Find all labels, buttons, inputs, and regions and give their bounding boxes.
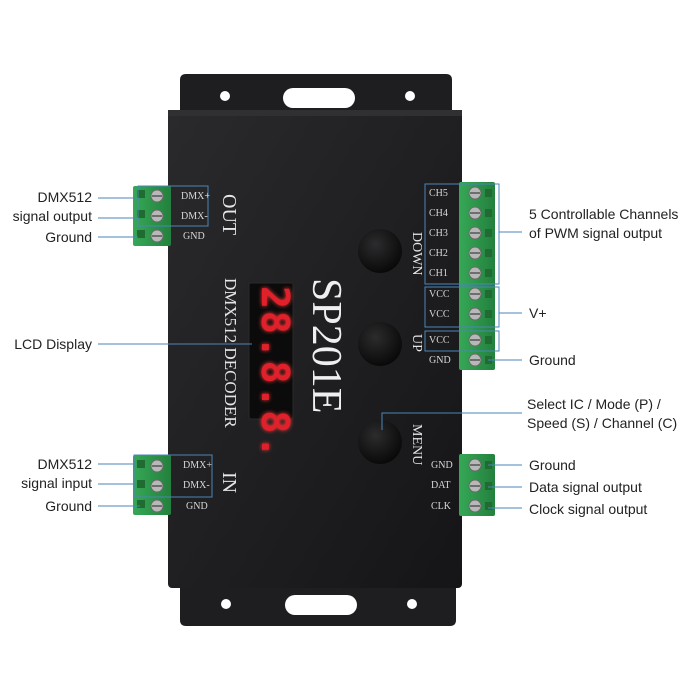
callout-channels: 5 Controllable Channels of PWM signal ou…: [529, 205, 678, 243]
callout-select: Select IC / Mode (P) / Speed (S) / Chann…: [527, 395, 677, 433]
channel-terminal-label: VCC: [429, 309, 450, 320]
channel-terminal-label: VCC: [429, 335, 450, 346]
callout-dmx-input-line1: DMX512: [37, 456, 92, 472]
callout-dmx-input: DMX512 signal input: [21, 455, 92, 493]
output-terminal-label: DAT: [431, 480, 451, 491]
enclosure-body: [168, 110, 462, 588]
out-terminal-block: [133, 186, 171, 246]
callout-ground-left-bottom: Ground: [45, 498, 92, 514]
decoder-title-text: DMX512 DECODER: [221, 278, 240, 428]
out-terminal-label: GND: [183, 231, 205, 242]
in-terminal-block: [133, 455, 171, 515]
callout-dmx-output: DMX512 signal output: [13, 188, 92, 226]
channel-terminal-label: CH4: [429, 208, 448, 219]
led-digits: 28.8.8.: [253, 286, 297, 460]
up-label: UP: [408, 334, 424, 352]
output-terminal-label: CLK: [431, 501, 451, 512]
callout-channels-line2: of PWM signal output: [529, 225, 663, 241]
callout-lcd-display: LCD Display: [14, 336, 92, 352]
down-button: [358, 229, 402, 273]
out-port-label: OUT: [217, 194, 240, 235]
callout-ground-right: Ground: [529, 352, 576, 368]
callout-ground-right-bottom: Ground: [529, 457, 576, 473]
model-text: SP201E: [303, 278, 349, 414]
channel-terminal-label: GND: [429, 355, 451, 366]
in-terminal-label: GND: [186, 501, 208, 512]
down-label-text: DOWN: [409, 232, 424, 276]
in-terminal-label: DMX-: [183, 480, 210, 491]
callout-ground-top: Ground: [45, 229, 92, 245]
bottom-mounting-flange: [180, 582, 456, 626]
out-terminal-label: DMX+: [181, 191, 210, 202]
up-label-text: UP: [409, 334, 424, 352]
channel-terminal-block: [459, 182, 495, 370]
top-mounting-flange: [180, 74, 452, 118]
out-port-text: OUT: [218, 194, 240, 236]
in-port-label: IN: [217, 472, 240, 493]
model-label: SP201E: [302, 278, 350, 413]
decoder-title: DMX512 DECODER: [220, 278, 240, 428]
led-digits-text: 28.8.8.: [253, 286, 297, 461]
callout-select-line2: Speed (S) / Channel (C): [527, 415, 678, 431]
channel-terminal-label: CH5: [429, 188, 448, 199]
output-terminal-label: GND: [431, 460, 453, 471]
menu-button: [358, 420, 402, 464]
callout-vplus: V+: [529, 305, 547, 321]
callout-dmx-output-line1: DMX512: [37, 189, 92, 205]
out-terminal-label: DMX-: [181, 211, 208, 222]
callout-select-line1: Select IC / Mode (P) /: [527, 396, 661, 412]
menu-label-text: MENU: [409, 424, 424, 466]
channel-terminal-label: VCC: [429, 289, 450, 300]
callout-dmx-input-line2: signal input: [21, 475, 92, 491]
up-button: [358, 322, 402, 366]
menu-label: MENU: [408, 424, 424, 465]
callout-dmx-output-line2: signal output: [12, 208, 92, 224]
led-display-window: [248, 282, 294, 420]
callout-channels-line1: 5 Controllable Channels: [529, 206, 679, 222]
in-port-text: IN: [218, 472, 240, 494]
channel-terminal-label: CH1: [429, 268, 448, 279]
channel-terminal-label: CH2: [429, 248, 448, 259]
output-terminal-block: [459, 454, 495, 516]
callout-clock-signal: Clock signal output: [529, 501, 648, 517]
callout-data-signal: Data signal output: [529, 479, 642, 495]
channel-terminal-label: CH3: [429, 228, 448, 239]
down-label: DOWN: [408, 232, 424, 276]
in-terminal-label: DMX+: [183, 460, 212, 471]
